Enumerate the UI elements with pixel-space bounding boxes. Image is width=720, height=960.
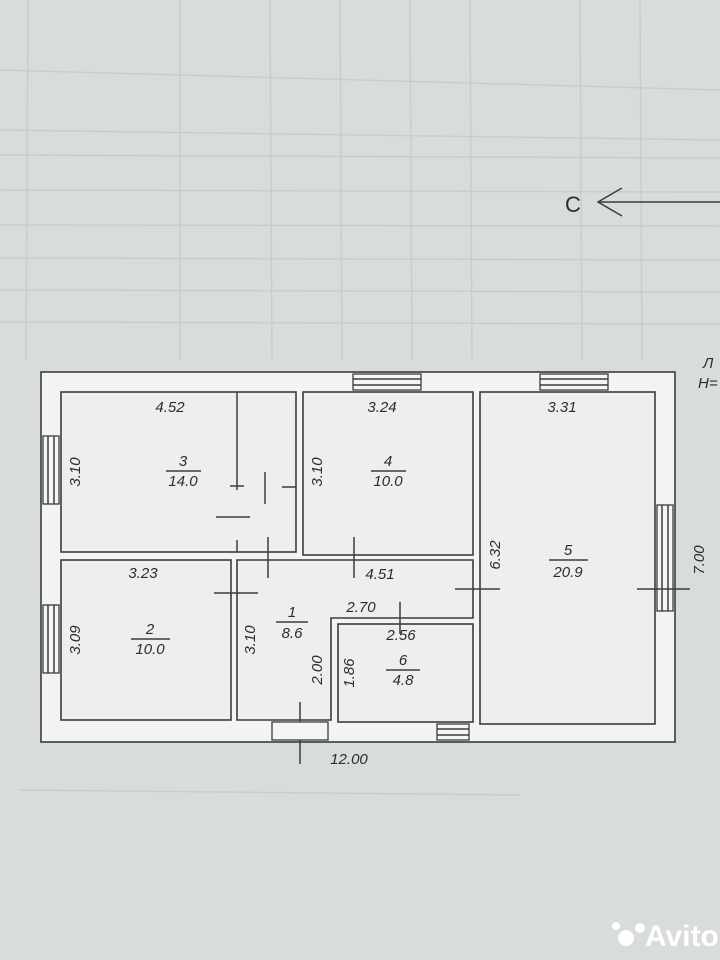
dim-room6-height: 1.86 xyxy=(341,658,358,688)
corner-label-line2: Н= xyxy=(698,375,718,392)
room2-area: 10.0 xyxy=(135,641,165,658)
room-2 xyxy=(60,559,232,721)
room4-area: 10.0 xyxy=(373,473,403,490)
corner-label-line1: Л xyxy=(702,355,714,372)
room1-area: 8.6 xyxy=(282,625,304,642)
entrance-door xyxy=(271,721,329,741)
dim-room4-width: 3.24 xyxy=(367,399,396,416)
door-marks xyxy=(214,392,690,764)
room3-number: 3 xyxy=(179,453,188,470)
dim-room6-width: 2.56 xyxy=(385,627,416,644)
window-room6 xyxy=(436,723,470,741)
room6-area: 4.8 xyxy=(393,672,415,689)
window-room5-top xyxy=(539,373,609,391)
dim-room3-height: 3.10 xyxy=(67,457,84,487)
room-4 xyxy=(302,391,474,556)
room3-area: 14.0 xyxy=(168,473,198,490)
background-table xyxy=(0,0,720,796)
compass-label: С xyxy=(565,192,581,217)
room5-number: 5 xyxy=(564,542,573,559)
room6-number: 6 xyxy=(399,652,408,669)
corner-label: Л Н= xyxy=(698,355,718,392)
room-3 xyxy=(60,391,297,553)
room-5 xyxy=(479,391,656,725)
dim-room2-height: 3.09 xyxy=(67,625,84,655)
window-room2 xyxy=(42,604,60,674)
room1-number: 1 xyxy=(288,604,296,621)
avito-watermark-text: Avito xyxy=(645,920,719,953)
window-room3 xyxy=(42,435,60,505)
dim-room4-height: 3.10 xyxy=(309,457,326,487)
dim-total-height: 7.00 xyxy=(691,545,708,575)
dimension-labels: 4.52 3.10 3.24 3.10 3.31 6.32 3.23 3.09 … xyxy=(67,399,708,768)
dim-room1-height: 3.10 xyxy=(242,625,259,655)
room-6 xyxy=(337,623,474,723)
dim-room5-height: 6.32 xyxy=(487,540,504,570)
room-1 xyxy=(236,559,474,721)
dim-room5-width: 3.31 xyxy=(547,399,576,416)
dim-room6-top: 2.70 xyxy=(345,599,376,616)
room4-number: 4 xyxy=(384,453,392,470)
avito-watermark: Avito xyxy=(612,920,719,953)
north-compass: С xyxy=(565,187,720,217)
window-room5-side xyxy=(656,504,674,612)
windows xyxy=(42,373,674,741)
dim-room2-width: 3.23 xyxy=(128,565,158,582)
dim-room3-width: 4.52 xyxy=(155,399,185,416)
avito-logo-icon xyxy=(618,930,634,946)
room5-area: 20.9 xyxy=(552,564,583,581)
room-labels: 3 14.0 4 10.0 5 20.9 2 10.0 1 8.6 6 4.8 xyxy=(131,453,588,689)
dim-total-width: 12.00 xyxy=(330,751,368,768)
room2-number: 2 xyxy=(145,621,155,638)
dim-room1-lower: 2.00 xyxy=(309,655,326,686)
window-room4 xyxy=(352,373,422,391)
dim-hall-width: 4.51 xyxy=(365,566,394,583)
